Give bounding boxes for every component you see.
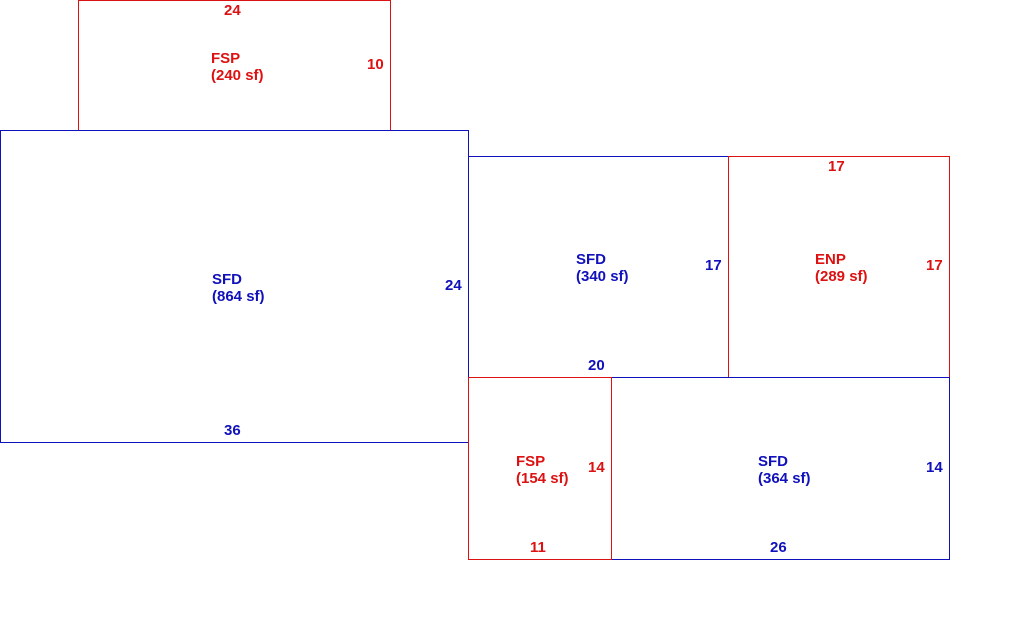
sfd-bottom-code: SFD <box>758 453 788 470</box>
sfd-main-dim-right: 24 <box>445 277 462 294</box>
fsp-bottom-dim-right: 14 <box>588 459 605 476</box>
fsp-bottom-area <box>468 377 612 560</box>
sfd-mid-code: SFD <box>576 251 606 268</box>
enp-dim-top: 17 <box>828 158 845 175</box>
enp-dim-right: 17 <box>926 257 943 274</box>
sfd-bottom-sqft: (364 sf) <box>758 470 811 487</box>
fsp-top-sqft: (240 sf) <box>211 67 264 84</box>
enp-sqft: (289 sf) <box>815 268 868 285</box>
enp-code: ENP <box>815 251 846 268</box>
sfd-mid-dim-bottom: 20 <box>588 357 605 374</box>
fsp-bottom-code: FSP <box>516 453 546 470</box>
sfd-main-dim-bottom: 36 <box>224 422 241 439</box>
sfd-mid-dim-right: 17 <box>705 257 722 274</box>
fsp-top-dim-right: 10 <box>367 56 384 73</box>
sfd-main-sqft: (864 sf) <box>212 288 265 305</box>
sfd-bottom-dim-bottom: 26 <box>770 539 787 556</box>
fsp-top-code: FSP <box>211 50 241 67</box>
fsp-bottom-sqft: (154 sf) <box>516 470 569 487</box>
fsp-top-dim-top: 24 <box>224 2 241 19</box>
sfd-mid-sqft: (340 sf) <box>576 268 629 285</box>
sfd-main-code: SFD <box>212 271 242 288</box>
sfd-bottom-dim-right: 14 <box>926 459 943 476</box>
fsp-bottom-dim-bottom: 11 <box>530 539 546 556</box>
